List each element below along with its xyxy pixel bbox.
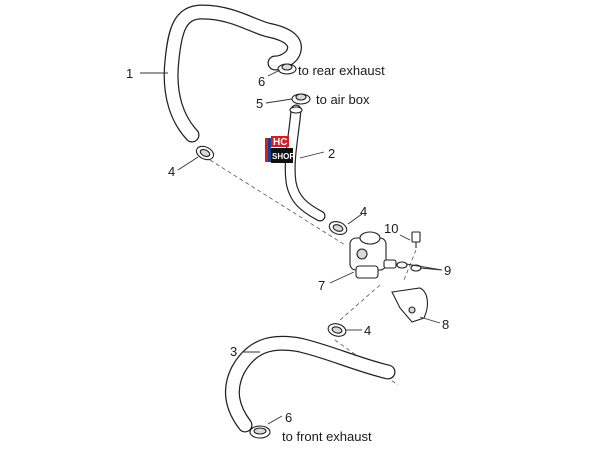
bolt-part-10 [411,231,421,248]
assembly-axis-upper [209,159,346,246]
callout-3: 3 [230,344,237,359]
callout-4-middle: 4 [360,204,367,219]
hc-shop-logo: HC SHOP [265,136,295,163]
leader-6b [267,415,283,425]
leader-6a [267,69,281,77]
leader-5 [265,98,293,104]
assembly-axis-lower [339,284,381,321]
callout-1: 1 [126,66,133,81]
clamp-part-4-lower [327,323,347,337]
logo-shop-box [271,148,293,163]
callout-9: 9 [444,263,451,278]
cap-part-5 [291,93,311,105]
hose-part-2 [284,104,326,222]
clamp-part-6-lower [249,425,271,439]
callout-4-upper: 4 [168,164,175,179]
logo-stripe-red [265,138,268,162]
logo-shop-text: SHOP [272,152,295,161]
callout-10: 10 [384,221,398,236]
callout-5: 5 [256,96,263,111]
leader-2 [299,151,325,159]
callout-8: 8 [442,317,449,332]
callout-2: 2 [328,146,335,161]
dest-front-exhaust: to front exhaust [282,429,372,444]
callout-6-lower: 6 [285,410,292,425]
clamp-part-4-middle [328,221,348,235]
hose-part-1 [163,4,302,143]
bracket-part-8 [391,287,429,323]
leader-10 [399,234,411,241]
clamp-part-4-upper [195,145,215,161]
logo-hc-box [271,136,289,147]
leader-7 [329,271,355,284]
callout-7: 7 [318,278,325,293]
dest-air-box: to air box [316,92,370,107]
logo-hc-text: HC [273,137,287,148]
callout-4-lower: 4 [364,323,371,338]
valve-part-7 [349,231,397,279]
callout-6-upper: 6 [258,74,265,89]
leader-9 [405,263,443,271]
leader-4a [177,156,199,171]
hose-part-3 [224,335,396,433]
clamp-part-6-upper [277,63,297,75]
dest-rear-exhaust: to rear exhaust [298,63,385,78]
leader-4b [347,213,363,225]
leader-8 [419,316,441,324]
